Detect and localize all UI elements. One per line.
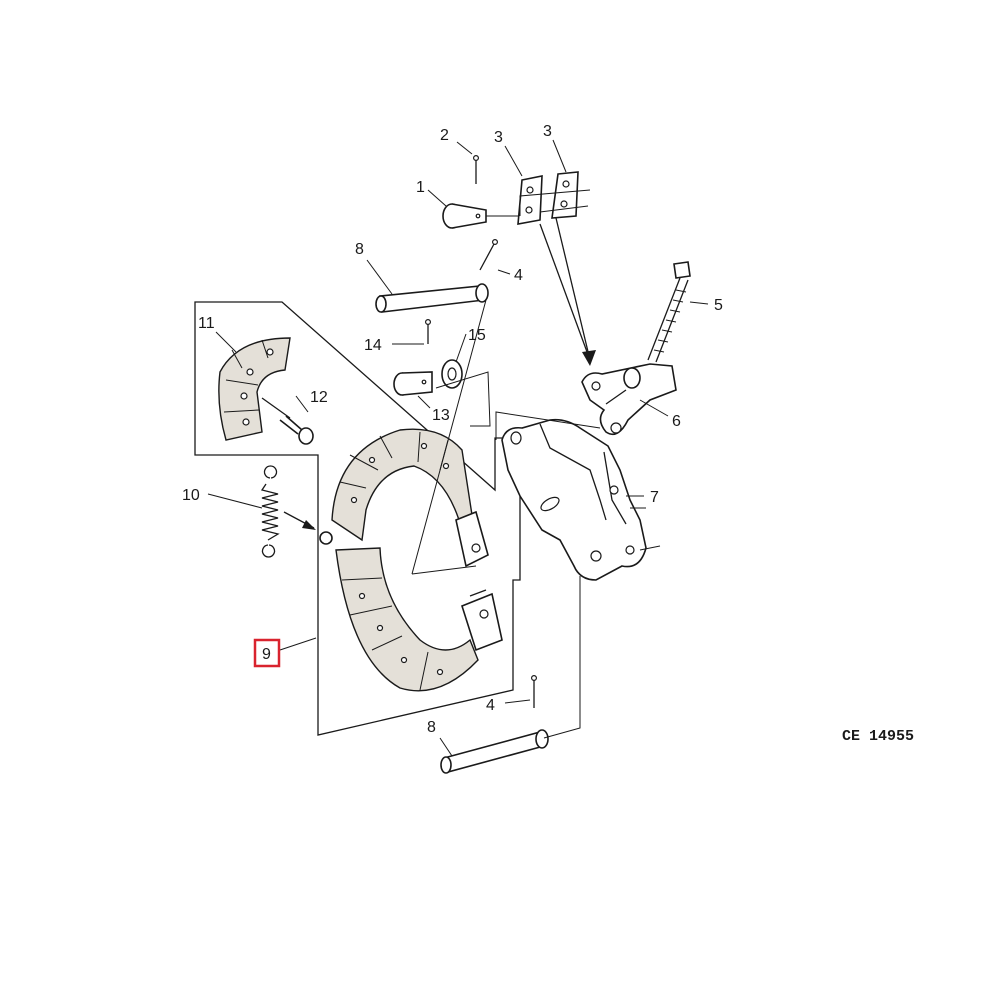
callout-11: 11 — [198, 315, 215, 332]
callout-6: 6 — [672, 413, 681, 430]
part-8-pin-upper — [375, 283, 489, 313]
callout-4-upper: 4 — [514, 267, 523, 284]
part-3-link-plate-right — [551, 171, 579, 219]
callout-8-upper: 8 — [355, 241, 364, 258]
callout-3-right: 3 — [543, 123, 552, 140]
part-13-pin — [393, 371, 433, 396]
callout-1: 1 — [416, 179, 425, 196]
part-9-brake-band-assembly — [319, 299, 503, 692]
part-4-cotter-pin-lower — [530, 674, 537, 708]
part-14-cotter-pin — [425, 319, 432, 344]
callout-10: 10 — [182, 487, 200, 504]
callout-12: 12 — [310, 389, 328, 406]
callout-14: 14 — [364, 337, 382, 354]
callout-13: 13 — [432, 407, 450, 424]
part-10-return-spring — [260, 465, 316, 558]
part-2-cotter-pin — [473, 155, 480, 184]
callout-4-lower: 4 — [486, 697, 495, 714]
part-15-washer — [441, 359, 463, 389]
part-8-pin-lower — [440, 576, 581, 774]
part-1-clevis-pin — [442, 203, 520, 229]
callout-15: 15 — [468, 327, 486, 344]
drawing-code: CE 14955 — [842, 728, 914, 745]
part-4-cotter-pin-upper — [479, 239, 499, 271]
callout-3-left: 3 — [494, 129, 503, 146]
part-12-rivet — [261, 397, 314, 445]
callout-9-highlighted: 9 — [253, 638, 281, 668]
callout-9: 9 — [262, 646, 271, 663]
callout-7: 7 — [650, 489, 659, 506]
part-11-lining-segment — [218, 337, 291, 441]
part-6-lever — [581, 363, 677, 436]
callout-8-lower: 8 — [427, 719, 436, 736]
callout-5: 5 — [714, 297, 723, 314]
part-3-link-plate-left — [517, 175, 543, 225]
part-7-bracket — [501, 418, 647, 581]
part-5-adjusting-screw — [647, 261, 691, 363]
callout-leaders — [207, 139, 709, 757]
callout-2: 2 — [440, 127, 449, 144]
